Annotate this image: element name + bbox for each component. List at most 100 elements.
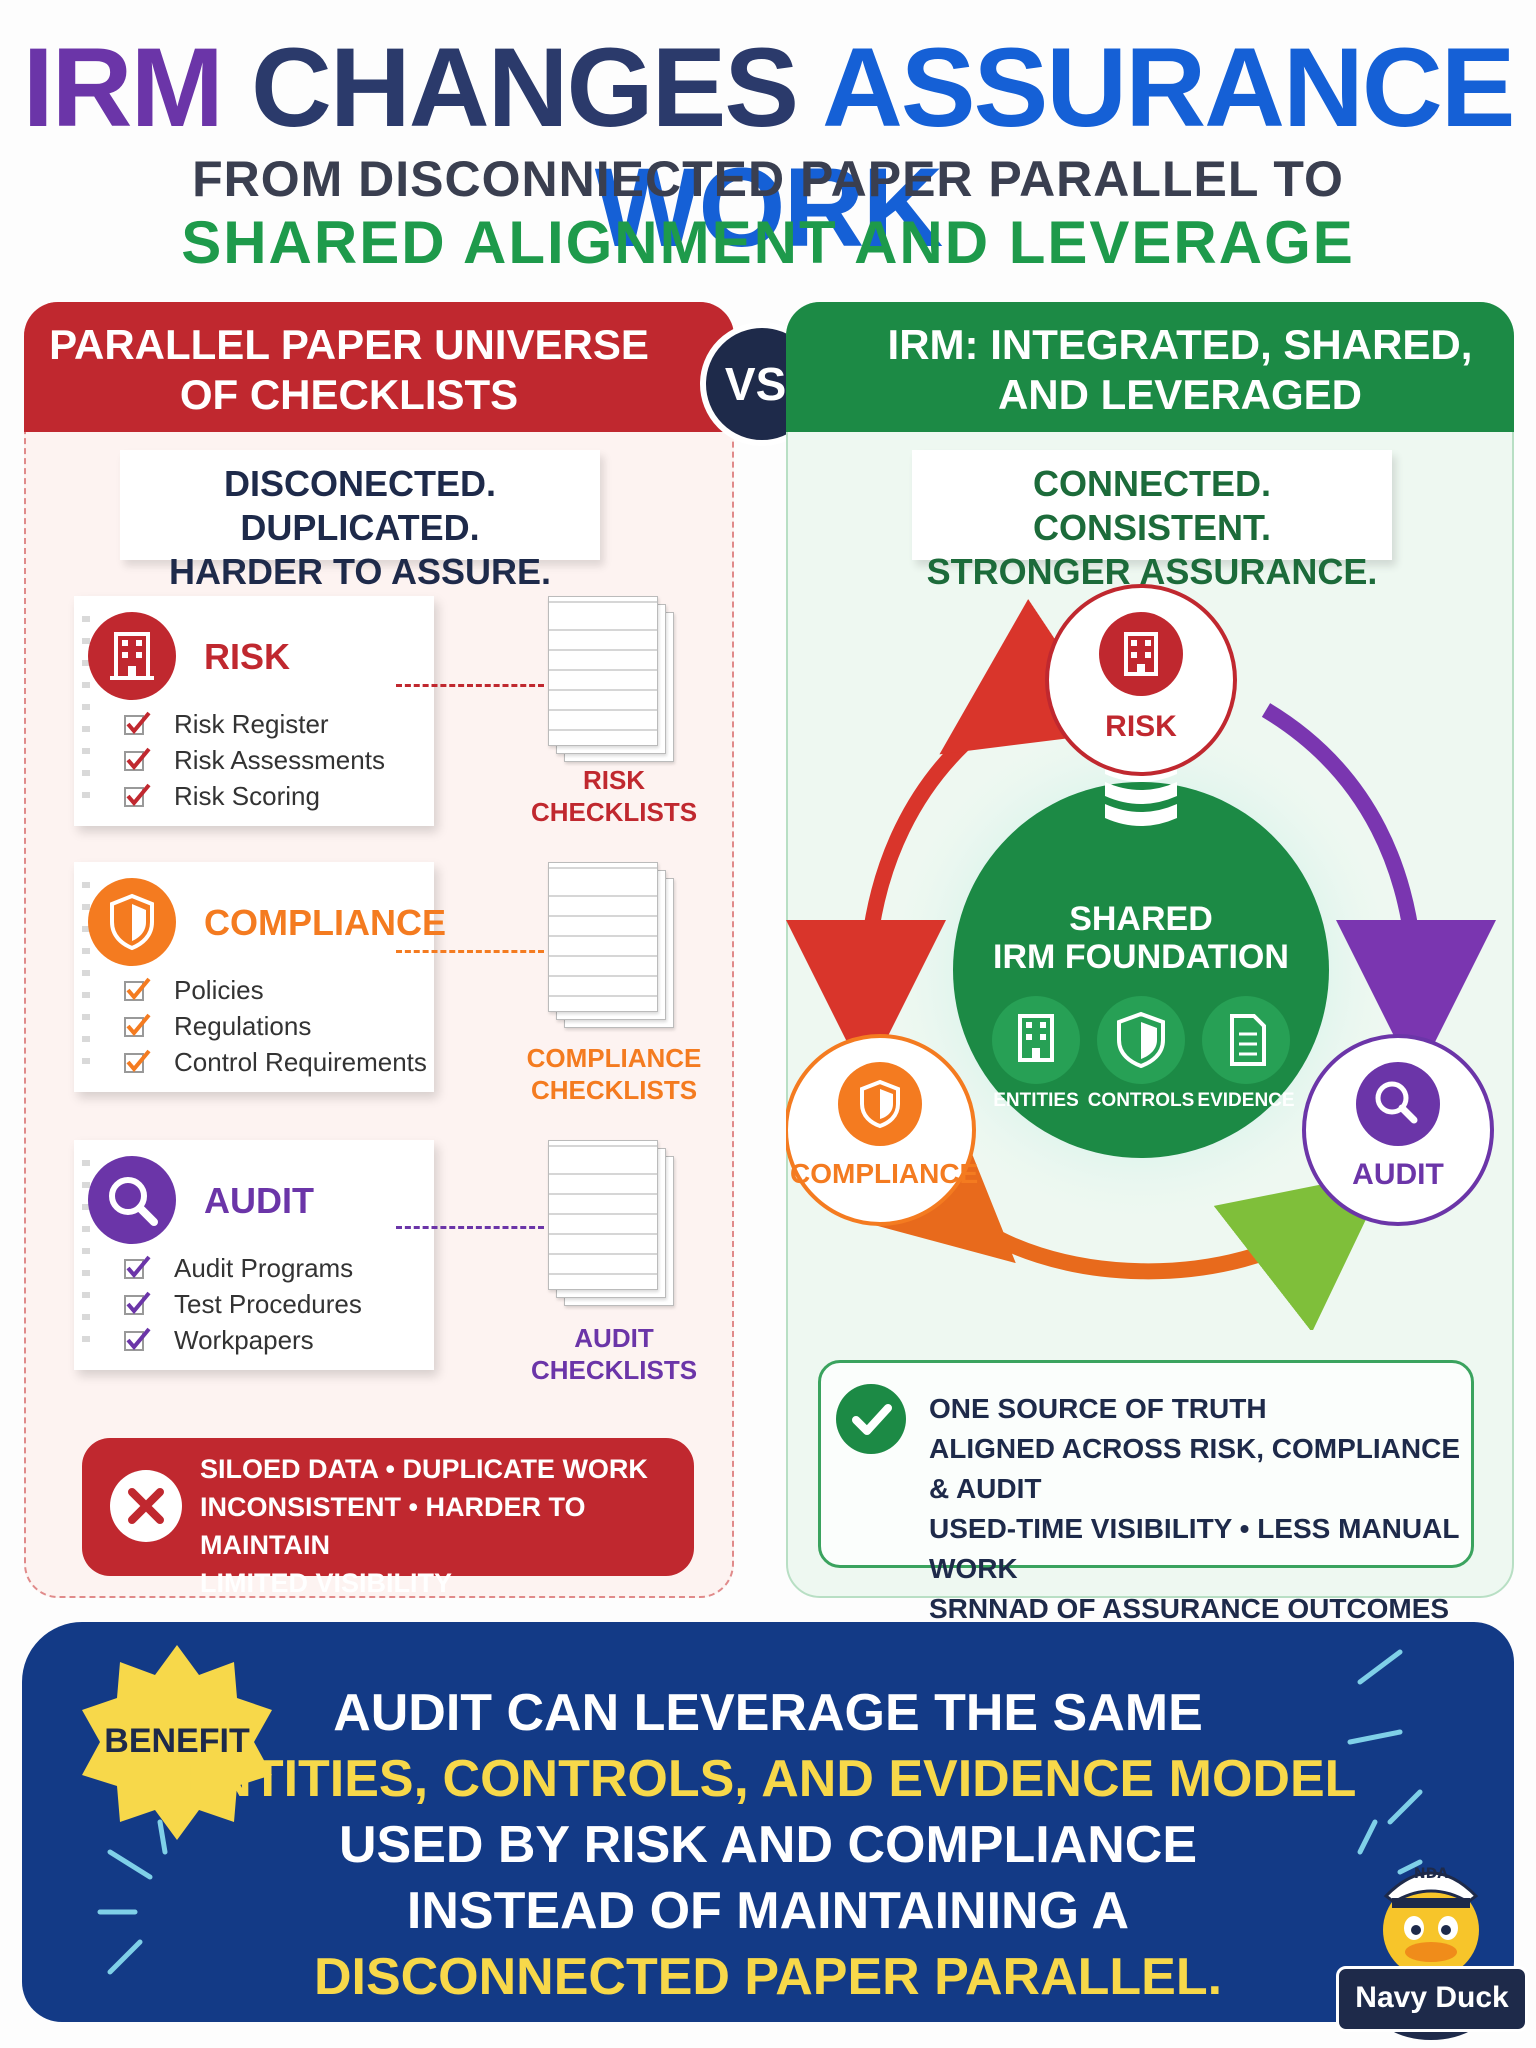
controls-label: CONTROLS (1087, 1090, 1195, 1111)
checkbox-icon (124, 977, 151, 1001)
banner-line-5: DISCONNECTED PAPER PARALLEL. (313, 1948, 1223, 2006)
paper-holes (82, 1160, 90, 1350)
risk-item-label: Risk Scoring (174, 781, 320, 811)
document-icon (1230, 1014, 1266, 1066)
building-icon (1099, 612, 1183, 696)
truth-line-3: USED-TIME VISIBILITY • LESS MANUAL WORK (929, 1513, 1459, 1584)
audit-card: AUDIT Audit Programs Test Procedures Wor… (74, 1140, 434, 1370)
siloed-line-1: SILOED DATA • DUPLICATE WORK (200, 1454, 648, 1484)
risk-compliance-arrow (786, 599, 1117, 1080)
stack-label-line-2: CHECKLISTS (530, 1075, 698, 1105)
siloed-warning-bar: SILOED DATA • DUPLICATE WORK INCONSISTEN… (82, 1438, 694, 1598)
list-item: Workpapers (122, 1322, 362, 1358)
truth-line-1: ONE SOURCE OF TRUTH (929, 1393, 1267, 1424)
risk-checklist: Risk Register Risk Assessments Risk Scor… (122, 706, 385, 814)
magnifier-icon (1356, 1062, 1440, 1146)
audit-item-label: Workpapers (174, 1325, 314, 1355)
center-title-line-1: SHARED (1069, 900, 1213, 938)
compliance-card-title: COMPLIANCE (204, 902, 446, 943)
banner-message: AUDIT CAN LEVERAGE THE SAME ENTITIES, CO… (0, 1680, 1536, 2010)
mascot-hat-text: NDA (1414, 1866, 1448, 1882)
risk-checklists-label: RISK CHECKLISTS (514, 764, 714, 828)
compliance-audit-arrow (843, 1097, 1390, 1333)
paper-holes (82, 616, 90, 806)
audit-node-label: AUDIT (1352, 1158, 1444, 1191)
subtitle-line-1: FROM DISCONNIECTED PAPER PARALLEL TO (192, 151, 1344, 207)
banner-line-1: AUDIT CAN LEVERAGE THE SAME (333, 1684, 1203, 1742)
siloed-line-2: INCONSISTENT • HARDER TO MAINTAIN (200, 1492, 586, 1560)
risk-node-label: RISK (1105, 710, 1177, 743)
audit-checklists-label: AUDIT CHECKLISTS (514, 1322, 714, 1386)
left-header-line-2: OF CHECKLISTS (179, 371, 519, 418)
irm-cycle-diagram: RISK COMPLIANCE AUDIT SHARED IRM FOUNDAT… (784, 570, 1514, 1333)
banner-line-2: ENTITIES, CONTROLS, AND EVIDENCE MODEL (179, 1750, 1357, 1808)
entities-icon-bg (992, 996, 1080, 1084)
right-header-line-1: IRM: INTEGRATED, SHARED, (887, 321, 1473, 368)
list-item: Risk Assessments (122, 742, 385, 778)
audit-card-title: AUDIT (204, 1180, 314, 1221)
siloed-line-3: LIMITED VISIBILITY (200, 1568, 453, 1598)
close-x-icon (110, 1470, 182, 1542)
compliance-item-label: Regulations (174, 1011, 312, 1041)
truth-line-2: ALIGNED ACROSS RISK, COMPLIANCE & AUDIT (929, 1433, 1460, 1504)
list-item: Policies (122, 972, 427, 1008)
list-item: Test Procedures (122, 1286, 362, 1322)
left-panel-header: PARALLEL PAPER UNIVERSE OF CHECKLISTS (24, 302, 734, 432)
navy-duck-label: Navy Duck (1336, 1966, 1528, 2032)
compliance-item-label: Control Requirements (174, 1047, 427, 1077)
checkbox-icon (124, 747, 151, 771)
stack-label-line-1: AUDIT (574, 1323, 654, 1353)
one-source-of-truth-box: ONE SOURCE OF TRUTH ALIGNED ACROSS RISK,… (818, 1360, 1474, 1624)
building-icon (1018, 1014, 1054, 1062)
compliance-node-label: COMPLIANCE (790, 1158, 979, 1189)
magnifier-icon (88, 1156, 176, 1244)
list-item: Audit Programs (122, 1250, 362, 1286)
checkbox-icon (124, 783, 151, 807)
shield-icon (88, 878, 176, 966)
list-item: Risk Register (122, 706, 385, 742)
risk-card-title: RISK (204, 636, 291, 677)
stack-label-line-1: COMPLIANCE (526, 1043, 702, 1073)
compliance-connector (396, 950, 544, 953)
shield-icon (1117, 1011, 1165, 1069)
compliance-item-label: Policies (174, 975, 264, 1005)
right-tagline-line-1: CONNECTED. CONSISTENT. (1032, 463, 1272, 548)
left-tagline-line-2: HARDER TO ASSURE. (168, 551, 552, 592)
right-header-line-2: AND LEVERAGED (997, 371, 1363, 418)
audit-connector (396, 1226, 544, 1229)
entities-label: ENTITIES (993, 1090, 1079, 1111)
checkmark-icon (836, 1384, 906, 1454)
risk-audit-arrow (1261, 703, 1496, 1080)
stack-label-line-2: CHECKLISTS (530, 1355, 698, 1385)
risk-connector (396, 684, 544, 687)
list-item: Control Requirements (122, 1044, 427, 1080)
banner-line-4: INSTEAD OF MAINTAINING A (406, 1882, 1130, 1940)
stack-label-line-1: RISK (582, 765, 646, 795)
checkbox-icon (124, 711, 151, 735)
right-tagline: CONNECTED. CONSISTENT. STRONGER ASSURANC… (912, 450, 1392, 592)
left-header-line-1: PARALLEL PAPER UNIVERSE (49, 321, 649, 368)
checkbox-icon (124, 1049, 151, 1073)
risk-item-label: Risk Assessments (174, 745, 385, 775)
benefit-star-badge (82, 1645, 272, 1840)
evidence-label: EVIDENCE (1197, 1090, 1295, 1111)
left-tagline: DISCONECTED. DUPLICATED. HARDER TO ASSUR… (120, 450, 600, 592)
building-icon (88, 612, 176, 700)
risk-card: RISK Risk Register Risk Assessments Risk… (74, 596, 434, 826)
audit-checklist: Audit Programs Test Procedures Workpaper… (122, 1250, 362, 1358)
list-item: Regulations (122, 1008, 427, 1044)
audit-paper-stack-icon (548, 1140, 678, 1310)
right-panel-header: IRM: INTEGRATED, SHARED, AND LEVERAGED (786, 302, 1514, 432)
title-assurance-work: ASSURANCE WORK (594, 25, 1516, 270)
banner-line-3: USED BY RISK AND COMPLIANCE (338, 1816, 1198, 1874)
checkbox-icon (124, 1013, 151, 1037)
risk-paper-stack-icon (548, 596, 678, 766)
checkbox-icon (124, 1291, 151, 1315)
list-item: Risk Scoring (122, 778, 385, 814)
compliance-card: COMPLIANCE Policies Regulations Control … (74, 862, 446, 1092)
truth-line-4: SRNNAD OF ASSURANCE OUTCOMES (929, 1593, 1450, 1624)
banner-sparkles (97, 1649, 1423, 1975)
checkbox-icon (124, 1255, 151, 1279)
subtitle-line-2: SHARED ALIGNMENT AND LEVERAGE (181, 209, 1355, 276)
benefit-badge-label: BENEFIT (104, 1722, 250, 1760)
